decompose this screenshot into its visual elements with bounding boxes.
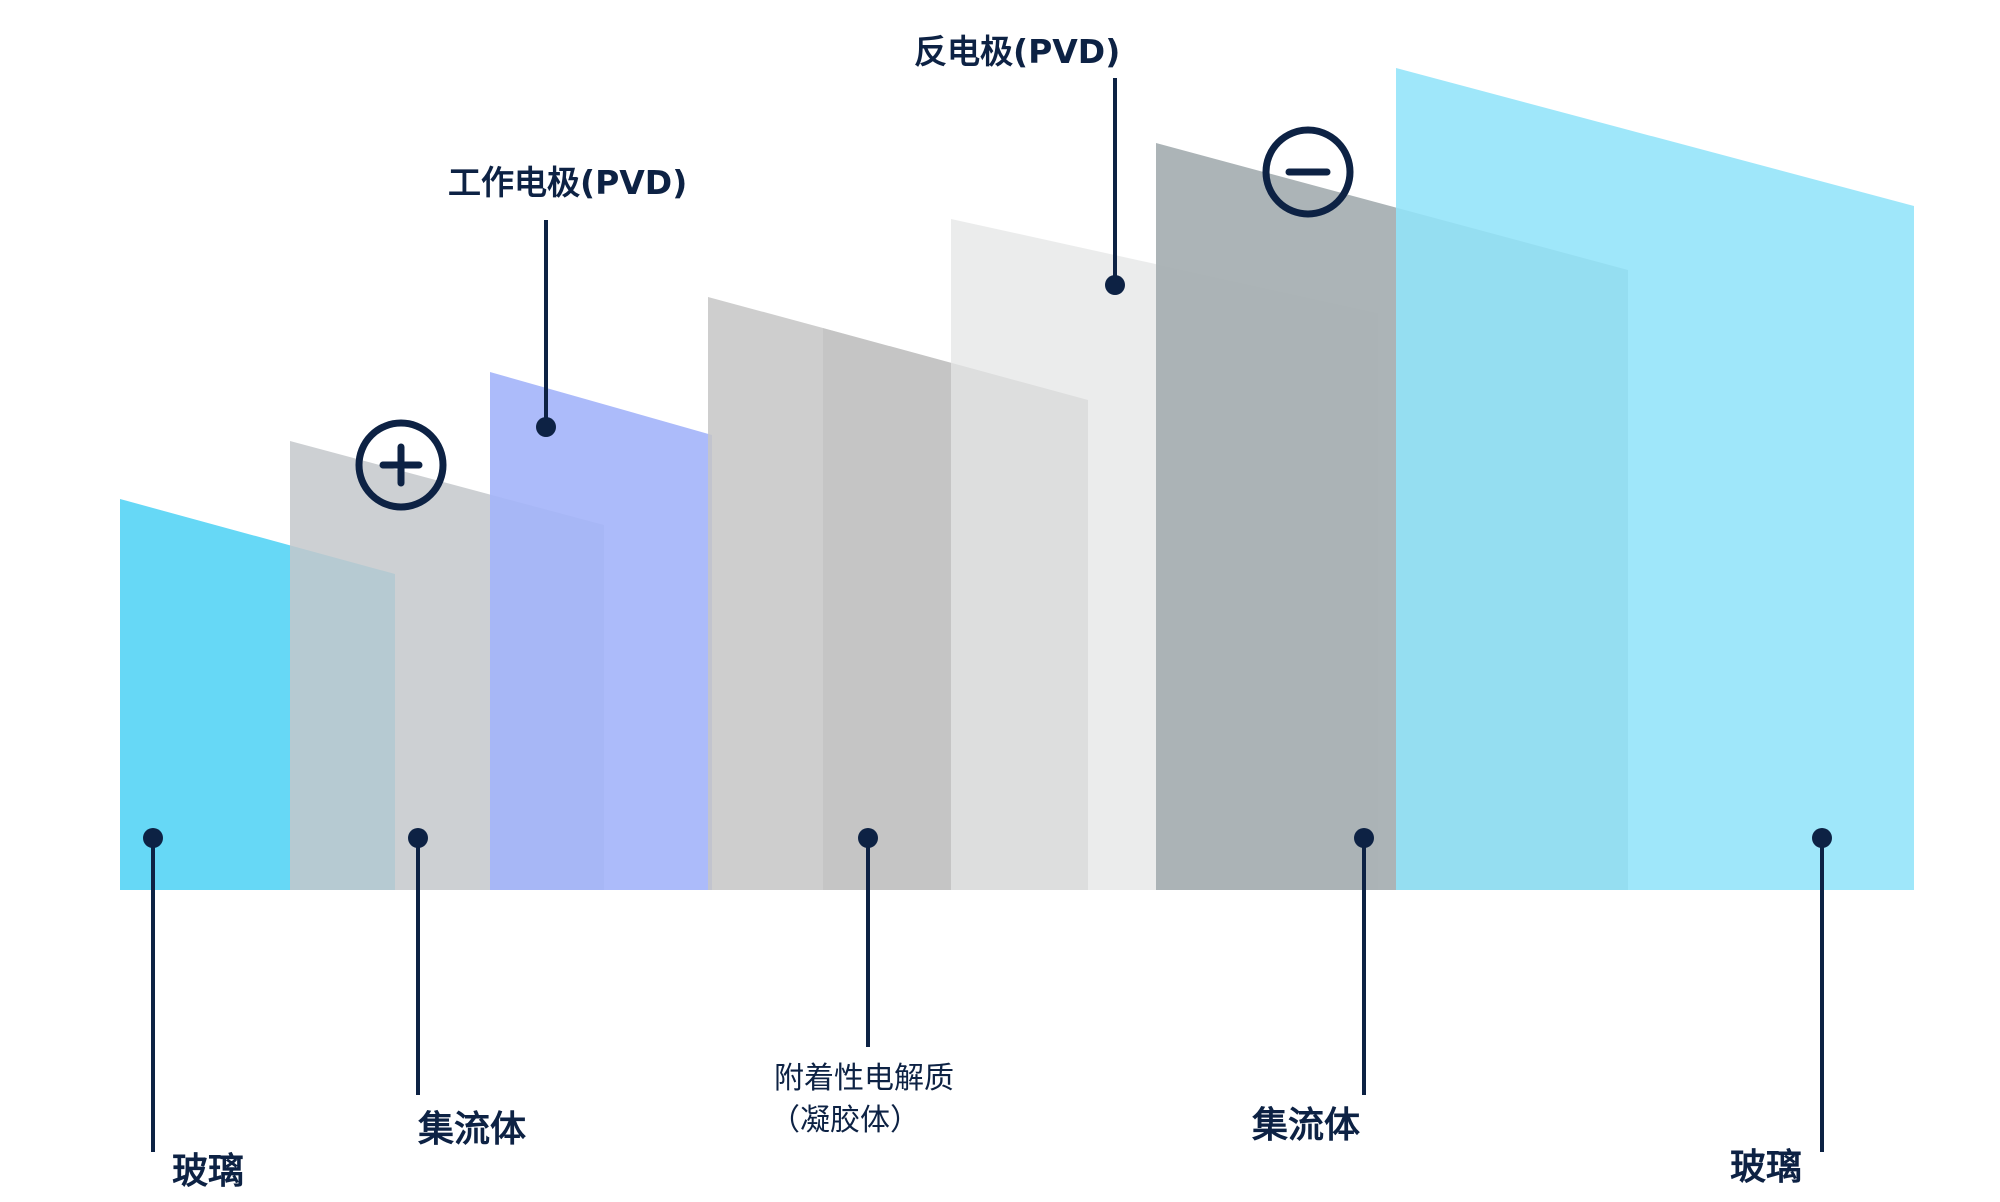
layer-adhesive-electrolyte <box>708 297 823 890</box>
callout-working-electrode <box>536 220 556 437</box>
callout-adhesive <box>858 828 878 1047</box>
label-counter-electrode: 反电极(PVD) <box>914 32 1120 71</box>
label-glass-right: 玻璃 <box>1730 1147 1802 1188</box>
label-collector-left: 集流体 <box>417 1109 526 1150</box>
label-adhesive-line2: （凝胶体） <box>770 1103 920 1138</box>
callout-collector-left <box>408 828 428 1095</box>
label-collector-right: 集流体 <box>1251 1105 1360 1146</box>
callout-counter-electrode <box>1105 78 1125 295</box>
callout-collector-right <box>1354 828 1374 1095</box>
layer-glass-right <box>1396 68 1914 890</box>
callout-glass-left <box>143 828 163 1152</box>
label-glass-left: 玻璃 <box>172 1151 244 1192</box>
label-working-electrode: 工作电极(PVD) <box>448 163 687 202</box>
layer-working-electrode <box>490 372 712 890</box>
callout-glass-right <box>1812 828 1832 1152</box>
plus-circle-icon <box>355 419 447 511</box>
label-adhesive-line1: 附着性电解质 <box>774 1061 954 1096</box>
minus-circle-icon <box>1262 126 1354 218</box>
